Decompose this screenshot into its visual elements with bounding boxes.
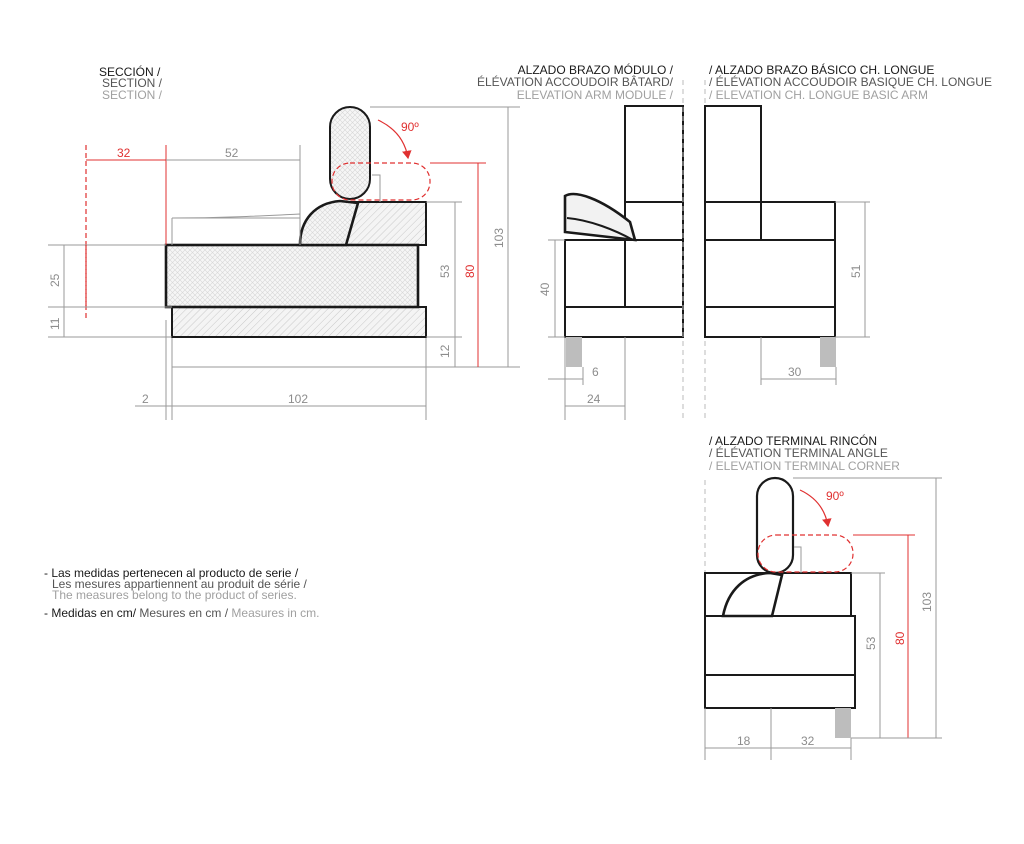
backrest-block [344, 201, 427, 246]
arm-module-title: ALZADO BRAZO MÓDULO / ÉLÉVATION ACCOUDOI… [477, 62, 674, 102]
note-2-en: Measures in cm. [228, 606, 319, 620]
base-outline [171, 336, 427, 368]
arm-module-title-en: ELEVATION ARM MODULE / [517, 88, 674, 102]
section-title-fr: SECTION / [102, 76, 163, 90]
seat-top-line [171, 213, 301, 219]
dim-52: 52 [225, 146, 239, 160]
terminal-title-en: / ELEVATION TERMINAL CORNER [709, 459, 900, 473]
dim-12: 12 [438, 344, 452, 358]
headrest [329, 106, 371, 200]
dim-24: 24 [587, 392, 601, 406]
section-title-en: SECTION / [102, 88, 163, 102]
dim-103: 103 [920, 592, 934, 612]
angle-label: 90º [401, 120, 419, 134]
dim-40: 40 [538, 282, 552, 296]
arm-basic-title: / ALZADO BRAZO BÁSICO CH. LONGUE / ÉLÉVA… [709, 62, 992, 102]
note-2-es: - Medidas en cm/ [44, 606, 137, 620]
dim-53: 53 [864, 636, 878, 650]
arm-module-title-fr: ÉLÉVATION ACCOUDOIR BÂTARD/ [477, 74, 674, 89]
section-drawing: 90º 32 52 25 11 2 102 53 12 80 [48, 106, 520, 420]
back-cushion [298, 199, 360, 247]
arm-module-drawing: 40 6 24 [538, 80, 684, 420]
dim-103: 103 [492, 228, 506, 248]
section-title: SECCIÓN / SECTION / SECTION / [99, 64, 163, 102]
arm-cushion [563, 192, 637, 242]
headrest-reclined [331, 162, 431, 201]
note-1-en: The measures belong to the product of se… [52, 588, 297, 602]
dim-32: 32 [117, 146, 131, 160]
arm-basic-title-en: / ELEVATION CH. LONGUE BASIC ARM [709, 88, 928, 102]
leg [566, 337, 582, 367]
leg [820, 337, 836, 367]
arm-module-title-es: ALZADO BRAZO MÓDULO / [518, 62, 674, 77]
arm-basic-title-es: / ALZADO BRAZO BÁSICO CH. LONGUE [709, 62, 934, 77]
seat-cushion [164, 243, 420, 309]
dim-32: 32 [801, 734, 815, 748]
terminal-title-es: / ALZADO TERMINAL RINCÓN [709, 433, 877, 448]
dim-18: 18 [737, 734, 751, 748]
dim-11: 11 [48, 317, 62, 330]
note-1-es: - Las medidas pertenecen al producto de … [44, 566, 299, 580]
terminal-title: / ALZADO TERMINAL RINCÓN / ÉLÉVATION TER… [709, 433, 900, 473]
note-2: - Medidas en cm/ Mesures en cm / Measure… [44, 606, 319, 620]
section-title-es: SECCIÓN / [99, 64, 161, 79]
note-1-fr: Les mesures appartiennent au produit de … [52, 577, 307, 591]
dim-53: 53 [438, 264, 452, 278]
arm-basic-drawing: 51 30 [704, 80, 870, 420]
dim-51: 51 [849, 264, 863, 278]
headrest [755, 476, 795, 575]
dim-30: 30 [788, 365, 802, 379]
notes: - Las medidas pertenecen al producto de … [44, 566, 319, 620]
dim-6: 6 [592, 365, 599, 379]
terminal-drawing: 90º 53 80 103 18 32 [704, 476, 942, 760]
dim-80: 80 [893, 631, 907, 645]
frame-block [171, 306, 427, 338]
dim-25: 25 [48, 273, 62, 287]
leg [835, 708, 851, 738]
rotation-arrow [377, 119, 412, 160]
dim-102: 102 [288, 392, 308, 406]
dim-80: 80 [463, 264, 477, 278]
note-2-fr: Mesures en cm / [136, 606, 229, 620]
headrest-reclined [757, 534, 854, 573]
arm-basic-title-fr: / ÉLÉVATION ACCOUDOIR BASIQUE CH. LONGUE [709, 74, 992, 89]
angle-label: 90º [826, 489, 844, 503]
terminal-title-fr: / ÉLÉVATION TERMINAL ANGLE [709, 445, 888, 460]
dim-2: 2 [142, 392, 149, 406]
back-cushion [721, 571, 784, 618]
